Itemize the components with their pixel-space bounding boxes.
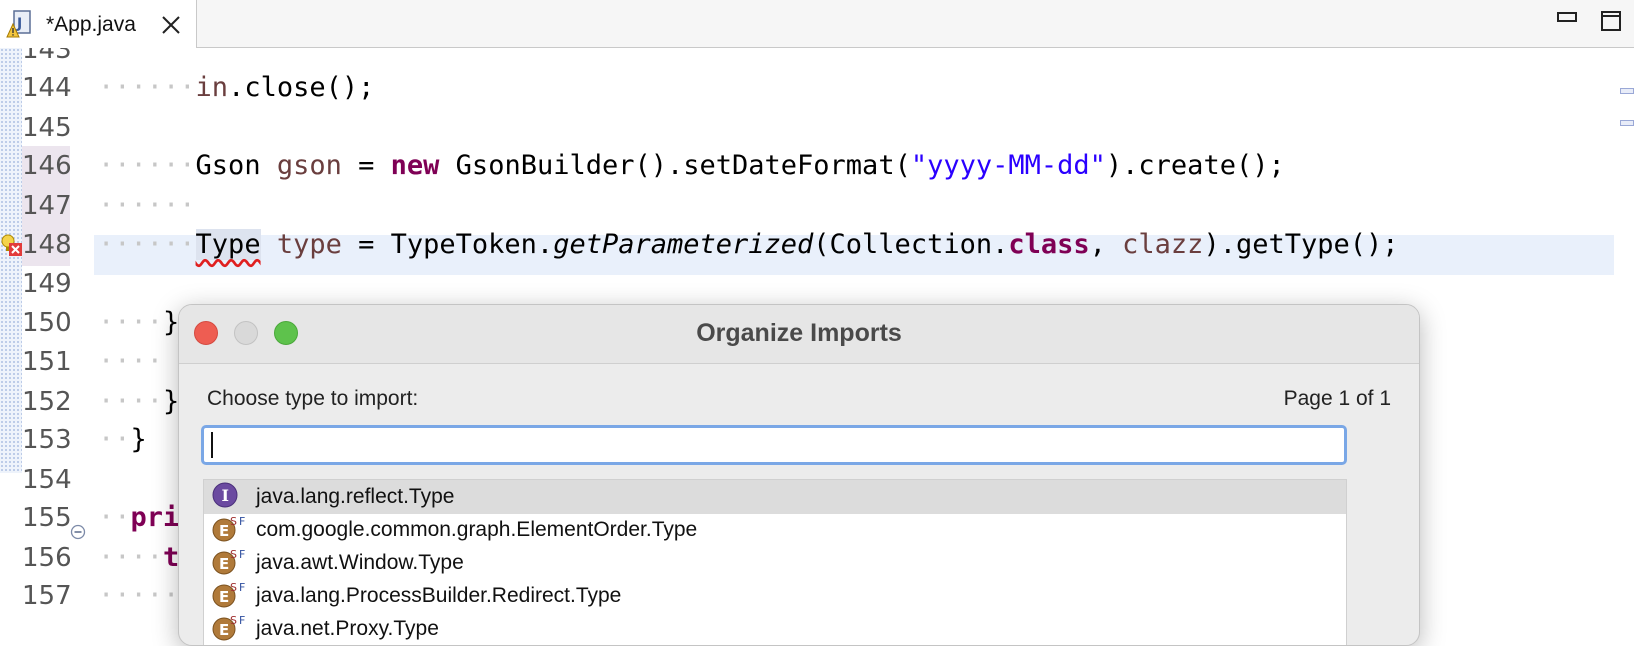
changed-lines-highlight [22,146,70,266]
organize-imports-dialog: Organize Imports Choose type to import: … [178,304,1420,646]
collapse-icon[interactable] [70,524,86,540]
page-indicator: Page 1 of 1 [1283,387,1391,410]
editor-tab-bar: J *App.java [0,0,1634,49]
svg-text:F: F [239,614,245,627]
code-text: ··} [98,424,147,455]
close-icon[interactable] [160,14,182,36]
code-line: 149 [0,264,1634,304]
list-item-selected[interactable]: I java.lang.reflect.Type [204,480,1346,514]
svg-text:S: S [230,614,237,627]
svg-text:S: S [230,515,237,528]
code-line: 144 ······in.close(); [0,68,1634,108]
line-number: 148 [22,230,72,260]
code-text: ······Gson gson = new GsonBuilder().setD… [98,150,1285,181]
list-item[interactable]: E S F java.lang.ProcessBuilder.Redirect.… [204,579,1346,613]
tab-app-java[interactable]: J *App.java [0,0,197,49]
svg-text:F: F [239,515,245,528]
code-line: 151 ···· [0,342,1634,382]
line-number: 151 [22,347,72,377]
svg-text:F: F [239,548,245,561]
line-number: 150 [22,308,72,338]
svg-text:I: I [222,486,229,505]
line-number: 143 [22,48,72,65]
code-line: 152 ····} [0,382,1634,422]
list-item-label: java.lang.ProcessBuilder.Redirect.Type [256,584,622,607]
code-text: ····} [98,386,180,417]
left-ruler [0,48,22,473]
line-number: 156 [22,543,72,573]
code-text: ····} [98,307,180,338]
tab-title: *App.java [46,13,136,36]
static-final-enum-icon: E S F [212,515,245,542]
list-item[interactable]: E S F java.net.Proxy.Type [204,612,1346,645]
line-number: 153 [22,425,72,455]
line-number: 149 [22,269,72,299]
line-number: 147 [22,191,72,221]
list-item[interactable]: E S F java.awt.Window.Type [204,546,1346,580]
code-line: 143 [0,48,1634,70]
list-item-label: java.net.Proxy.Type [256,617,439,640]
line-number: 146 [22,151,72,181]
svg-text:E: E [219,555,229,573]
line-number: 155 [22,503,72,533]
current-line-highlight [94,235,1614,275]
static-final-enum-icon: E S F [212,614,245,641]
static-final-enum-icon: E S F [212,548,245,575]
line-number: 157 [22,581,72,611]
line-number: 152 [22,387,72,417]
code-line: 146 ······Gson gson = new GsonBuilder().… [0,146,1634,186]
choose-type-label: Choose type to import: [207,387,419,410]
static-final-enum-icon: E S F [212,581,245,608]
code-line: 154 [0,460,1634,500]
dialog-title: Organize Imports [696,319,902,347]
java-file-warning-icon: J [6,10,31,38]
dialog-titlebar[interactable]: Organize Imports [179,305,1419,364]
list-item[interactable]: E S F com.google.common.graph.ElementOrd… [204,513,1346,547]
svg-text:F: F [239,581,245,594]
type-filter-input[interactable] [201,425,1347,465]
window-minimize-button[interactable] [234,321,258,345]
code-text: ···· [98,346,164,377]
list-item-label: java.lang.reflect.Type [256,485,455,508]
minimize-icon[interactable] [1557,10,1577,24]
error-token: Type [195,229,261,260]
type-candidate-list[interactable]: I java.lang.reflect.Type E S F com.googl… [203,479,1347,645]
code-text: ······in.close(); [98,72,375,103]
line-number: 154 [22,465,72,495]
code-text: ······Type type = TypeToken.getParameter… [98,229,1399,260]
window-zoom-button[interactable] [274,321,298,345]
code-line: 147 ······ [0,186,1634,226]
svg-text:E: E [219,588,229,606]
svg-text:S: S [230,548,237,561]
svg-text:E: E [219,522,229,540]
list-item-label: com.google.common.graph.ElementOrder.Typ… [256,518,698,541]
svg-text:J: J [16,16,22,32]
code-line-current: 148 ······Type type = TypeToken.getParam… [0,225,1634,265]
code-line: 150 ····} [0,303,1634,343]
text-cursor [211,432,213,458]
interface-icon: I [212,482,238,508]
line-number: 145 [22,113,72,143]
line-number: 144 [22,73,72,103]
window-close-button[interactable] [194,321,218,345]
svg-text:S: S [230,581,237,594]
list-item-label: java.awt.Window.Type [256,551,464,574]
error-quickfix-icon[interactable] [0,232,24,258]
maximize-icon[interactable] [1600,10,1622,32]
code-text: ······ [98,190,196,221]
svg-text:E: E [219,621,229,639]
code-line: 153 ··} [0,420,1634,460]
code-line: 145 [0,108,1634,148]
